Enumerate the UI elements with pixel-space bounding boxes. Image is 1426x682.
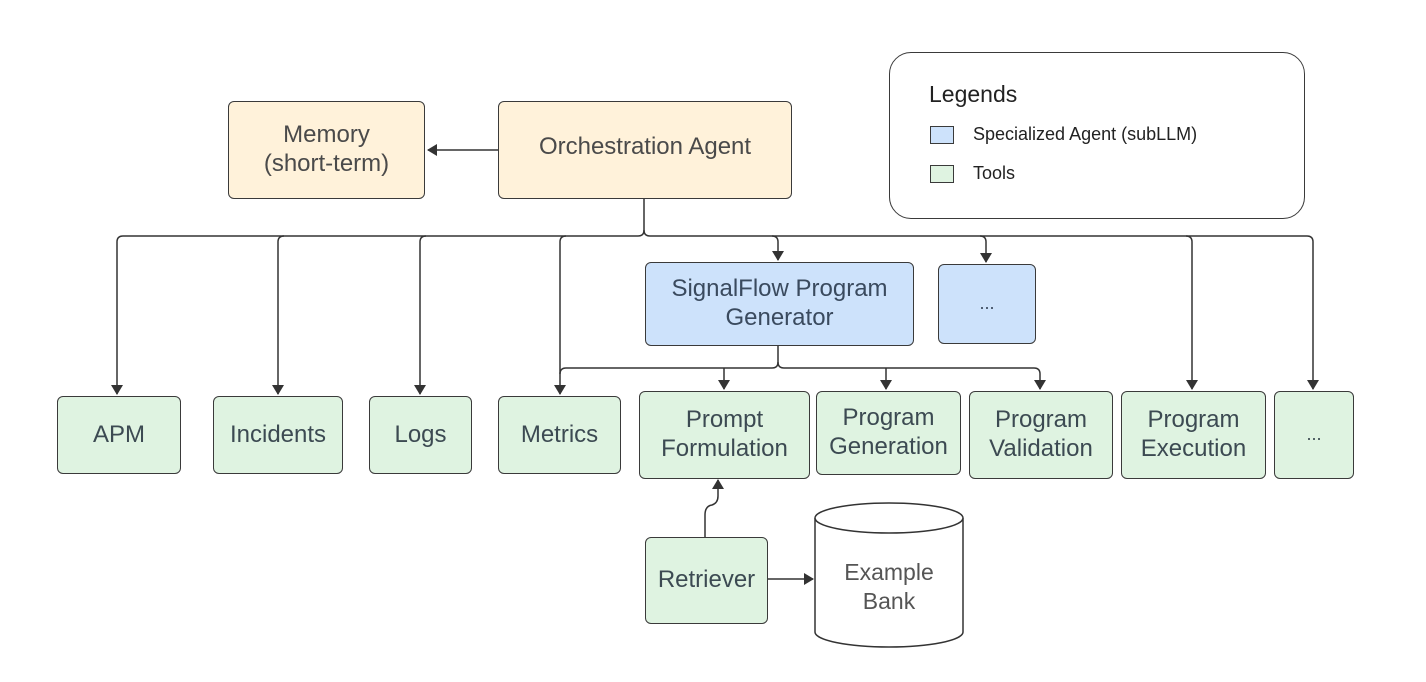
memory-node: Memory(short-term): [228, 101, 425, 199]
incidents-node: Incidents: [213, 396, 343, 474]
example-bank-cylinder: [814, 502, 964, 648]
metrics-label: Metrics: [520, 420, 599, 448]
memory-label-line2: (short-term): [263, 150, 390, 177]
legend-item-tools: Tools: [930, 163, 1015, 184]
prompt-label-line1: Prompt: [685, 406, 764, 434]
metrics-node: Metrics: [498, 396, 621, 474]
progval-label-line1: Program: [994, 406, 1087, 434]
signalflow-label-line2: Generator: [725, 304, 834, 331]
apm-label: APM: [92, 420, 145, 448]
edge-orchestration-incidents: [272, 235, 285, 395]
example-bank-line1: Example: [844, 559, 934, 585]
retriever-label: Retriever: [657, 566, 756, 594]
memory-label-line1: Memory: [283, 121, 370, 149]
agent-more-label: ...: [979, 293, 995, 314]
apm-node: APM: [57, 396, 181, 474]
progexec-label-line2: Execution: [1140, 435, 1247, 462]
edge-orchestration-logs: [414, 235, 427, 395]
edge-orchestration-signalflow: [771, 235, 784, 261]
edge-signalflow-trunk: [559, 345, 779, 375]
progval-label-line2: Validation: [989, 435, 1093, 462]
legend: Legends Specialized Agent (subLLM) Tools: [889, 52, 1305, 219]
edge-orchestration-progexec: [1185, 235, 1198, 390]
legend-title: Legends: [929, 81, 1018, 107]
proggen-label-line1: Program: [842, 404, 935, 432]
signalflow-label-line1: SignalFlow Program: [671, 275, 888, 303]
example-bank-line2: Bank: [862, 587, 916, 614]
legend-item-specialized-agent: Specialized Agent (subLLM): [930, 124, 1197, 145]
logs-label: Logs: [394, 420, 447, 448]
orchestration-agent-label: Orchestration Agent: [538, 132, 752, 160]
edge-orchestration-right-bus: [643, 229, 1319, 390]
agent-more-node: ...: [938, 264, 1036, 344]
retriever-node: Retriever: [645, 537, 768, 624]
edge-orchestration-trunk: [111, 198, 645, 395]
legend-swatch-green: [930, 164, 954, 183]
edge-signalflow-right-bus: [777, 361, 1046, 390]
prompt-label-line2: Formulation: [661, 435, 788, 462]
edge-orchestration-metrics: [554, 235, 567, 395]
legend-swatch-blue: [930, 125, 954, 144]
legend-label: Tools: [973, 163, 1016, 183]
tools-more-node: ...: [1274, 391, 1354, 479]
incidents-label: Incidents: [229, 420, 327, 448]
edge-orchestration-agent-more: [979, 235, 992, 263]
legend-label: Specialized Agent (subLLM): [973, 124, 1198, 144]
progexec-label-line1: Program: [1147, 406, 1240, 434]
proggen-label-line2: Generation: [829, 433, 948, 460]
logs-node: Logs: [369, 396, 472, 474]
orchestration-agent-node: Orchestration Agent: [498, 101, 792, 199]
edge-retriever-prompt: [704, 479, 724, 537]
example-bank-label: Example Bank: [815, 558, 963, 616]
tools-more-label: ...: [1306, 424, 1322, 445]
